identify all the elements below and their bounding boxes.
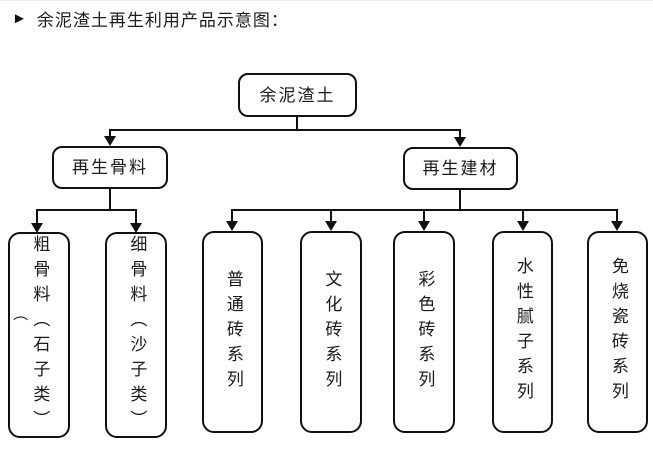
leaf-fine-aggregate-label: 细骨料（沙子类） [127,235,147,435]
leaf-ordinary-brick-series: 普通砖系列 [202,231,263,433]
leaf-fine-aggregate: 细骨料（沙子类） [105,232,167,438]
diagram-title-row: ► 余泥渣土再生利用产品示意图： [12,6,289,31]
node-residual-mud-label: 余泥渣土 [259,85,336,105]
leaf-ordinary-brick-label: 普通砖系列 [223,269,243,395]
node-recycled-aggregate-label: 再生骨料 [72,158,148,177]
node-residual-mud: 余泥渣土 [238,73,357,117]
leaf-coarse-aggregate: 粗骨料（石子类） （ [8,232,70,438]
connector-shaft-fine [135,209,137,224]
leaf-coarse-aggregate-label: 粗骨料（石子类） [30,235,50,435]
connector-shaft-ordinary-brick [231,209,233,223]
connector-shaft-culture-brick [330,209,332,223]
leaf-colored-brick-series: 彩色砖系列 [393,231,455,433]
leaf-unfired-ceramic-tile-series: 免烧瓷砖系列 [587,231,648,433]
triangle-bullet-icon: ► [12,10,27,27]
leaf-unfired-ceramic-tile-label: 免烧瓷砖系列 [608,257,628,407]
node-recycled-aggregate: 再生骨料 [52,146,168,189]
arrow-down-icon [611,221,623,231]
connector-shaft-coarse [36,209,38,224]
connector-level1-hline [109,129,461,131]
arrow-down-icon [31,223,43,233]
connector-shaft-colored-brick [423,209,425,223]
connector-aggregate-stub [109,189,111,211]
arrow-down-icon [104,136,116,146]
leaf-waterborne-putty-series: 水性腻子系列 [492,231,553,433]
node-recycled-building-material: 再生建材 [403,147,518,190]
arrow-down-icon [517,221,529,231]
connector-shaft-building [459,129,461,138]
leaf-culture-brick-series: 文化砖系列 [300,231,362,433]
connector-shaft-aggregate [109,129,111,138]
leaf-waterborne-putty-label: 水性腻子系列 [513,257,533,407]
leaf-culture-brick-label: 文化砖系列 [322,269,342,395]
arrow-down-icon [454,137,466,147]
arrow-down-icon [226,221,238,231]
node-recycled-building-material-label: 再生建材 [422,159,499,178]
connector-shaft-ceramic-tile [616,209,618,223]
connector-aggregate-hline [36,209,137,211]
page-title: 余泥渣土再生利用产品示意图： [36,11,289,30]
arrow-down-icon [130,223,142,233]
connector-shaft-putty [522,209,524,223]
connector-building-stub [459,190,461,211]
overflow-paren-glyph: （ [11,305,29,322]
leaf-colored-brick-label: 彩色砖系列 [415,269,435,395]
arrow-down-icon [325,221,337,231]
connector-root-stub [296,115,298,131]
arrow-down-icon [418,221,430,231]
